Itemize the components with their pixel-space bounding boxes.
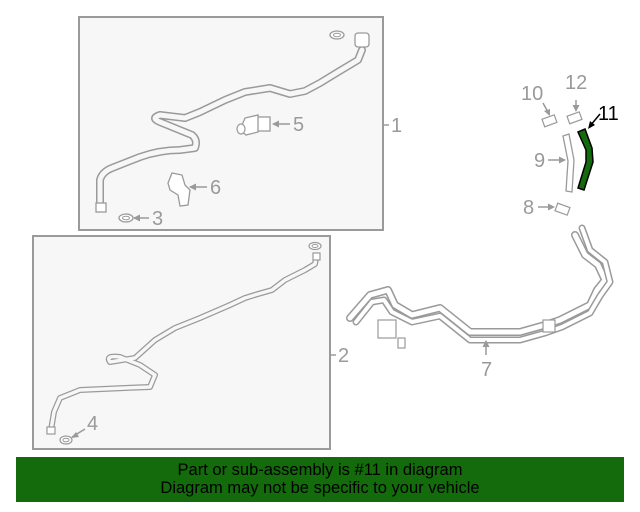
part-11-highlight [577,127,594,191]
callout-3: 3 [152,208,164,230]
callout-2: 2 [338,345,350,367]
callout-5: 5 [293,114,305,136]
info-banner: Part or sub-assembly is #11 in diagram D… [16,457,624,502]
part-7-line-assembly [346,224,614,355]
callout-11[interactable]: 11 [598,103,619,125]
callout-8: 8 [523,197,535,219]
callout-12: 12 [565,72,588,94]
callout-4: 4 [87,413,99,435]
callout-6: 6 [210,177,222,199]
banner-line-part: Part or sub-assembly is #11 in diagram [177,461,463,479]
callout-1: 1 [391,115,403,137]
callout-9: 9 [534,150,546,172]
assembly-box-1 [78,16,389,231]
parts-8-to-12 [538,100,601,216]
callout-10: 10 [521,83,544,105]
assembly-box-2 [32,235,336,450]
banner-line-disclaimer: Diagram may not be specific to your vehi… [160,479,480,497]
callout-7: 7 [481,359,493,381]
